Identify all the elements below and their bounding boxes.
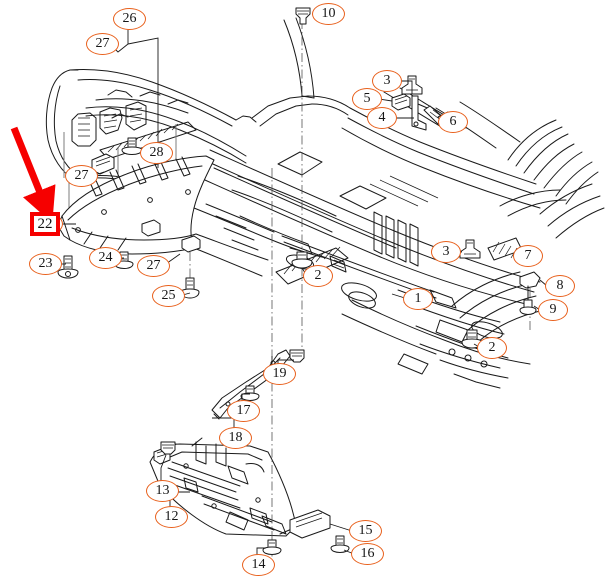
underbody-shield-front (57, 155, 347, 277)
callout-3-15[interactable]: 3 (431, 241, 461, 263)
fastener-17 (240, 385, 260, 401)
callout-2-14[interactable]: 2 (303, 265, 333, 287)
callout-3-3[interactable]: 3 (372, 70, 402, 92)
callout-12-25[interactable]: 12 (155, 506, 188, 528)
callout-28-7[interactable]: 28 (140, 142, 173, 164)
fastener-25 (180, 277, 200, 299)
callout-27-8[interactable]: 27 (65, 165, 98, 187)
fastener-10 (295, 7, 311, 25)
callout-15-26[interactable]: 15 (349, 520, 382, 542)
callout-19-21[interactable]: 19 (263, 363, 296, 385)
callout-6-6[interactable]: 6 (438, 111, 468, 133)
fastener-5 (391, 93, 411, 111)
callout-17-22[interactable]: 17 (227, 400, 260, 422)
retainer-clips-left (91, 153, 201, 253)
fastener-13 (160, 441, 176, 455)
underbody-shield-rear (149, 437, 331, 539)
callout-13-24[interactable]: 13 (146, 480, 179, 502)
callout-26-0[interactable]: 26 (113, 8, 146, 30)
fastener-2-left (291, 251, 313, 269)
body-side-rail-right (195, 17, 605, 389)
callout-25-13[interactable]: 25 (152, 285, 185, 307)
fastener-14 (262, 539, 282, 555)
callout-23-10[interactable]: 23 (29, 253, 62, 275)
callout-24-11[interactable]: 24 (89, 247, 122, 269)
fastener-16 (330, 535, 350, 553)
highlight-label: 22 (37, 215, 53, 232)
fastener-9 (519, 299, 537, 315)
fastener-19 (289, 349, 305, 363)
callout-5-4[interactable]: 5 (352, 88, 382, 110)
callout-2-20[interactable]: 2 (477, 337, 507, 359)
fastener-23 (57, 255, 79, 279)
callout-10-2[interactable]: 10 (312, 3, 345, 25)
callout-27-1[interactable]: 27 (86, 33, 119, 55)
callout-16-27[interactable]: 16 (351, 543, 384, 565)
callout-27-12[interactable]: 27 (137, 255, 170, 277)
callout-7-17[interactable]: 7 (513, 245, 543, 267)
callout-4-5[interactable]: 4 (367, 107, 397, 129)
highlight-box-22: 22 (30, 212, 60, 236)
callout-14-28[interactable]: 14 (242, 554, 275, 576)
callout-9-19[interactable]: 9 (538, 299, 568, 321)
callout-1-16[interactable]: 1 (403, 288, 433, 310)
callout-8-18[interactable]: 8 (545, 275, 575, 297)
fastener-3-lower (459, 239, 481, 259)
callout-18-23[interactable]: 18 (219, 427, 252, 449)
